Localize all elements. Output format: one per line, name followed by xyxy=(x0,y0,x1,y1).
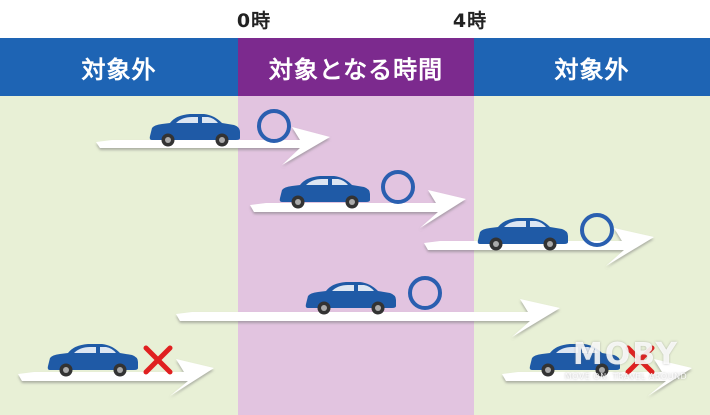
time-label-4h: 4時 xyxy=(452,10,488,32)
circle-icon xyxy=(257,109,291,143)
watermark: MOBY MOVE ON. TRAVEL AROUND xyxy=(556,337,696,382)
trip-row-5 xyxy=(18,344,214,396)
trip-arrow-5 xyxy=(18,359,214,396)
time-label-0h: 0時 xyxy=(236,10,272,32)
car-icon xyxy=(47,344,138,377)
zone-target-hours xyxy=(238,96,474,415)
circle-icon xyxy=(381,170,415,204)
trip-arrow-3 xyxy=(424,228,654,266)
circle-icon xyxy=(408,276,442,310)
trip-row-3 xyxy=(424,213,654,266)
trip-row-2 xyxy=(250,170,466,228)
header-out-of-scope-right: 対象外 xyxy=(474,38,710,96)
car-icon xyxy=(305,282,396,315)
header-bar: 対象外 対象となる時間 対象外 xyxy=(0,38,710,96)
trip-arrow-1 xyxy=(96,127,330,165)
watermark-tagline: MOVE ON. TRAVEL AROUND xyxy=(564,372,688,381)
trip-row-1 xyxy=(96,109,330,165)
circle-icon xyxy=(580,213,614,247)
trip-arrow-6 xyxy=(502,359,692,396)
watermark-logo: MOBY xyxy=(572,337,680,372)
header-out-of-scope-left: 対象外 xyxy=(0,38,238,96)
cross-icon xyxy=(625,345,655,375)
header-target-hours: 対象となる時間 xyxy=(238,38,474,96)
trip-row-6 xyxy=(502,344,692,396)
trip-arrow-4 xyxy=(176,299,560,337)
cross-icon xyxy=(143,345,173,375)
trip-row-4 xyxy=(176,276,560,337)
trip-arrow-2 xyxy=(250,190,466,228)
